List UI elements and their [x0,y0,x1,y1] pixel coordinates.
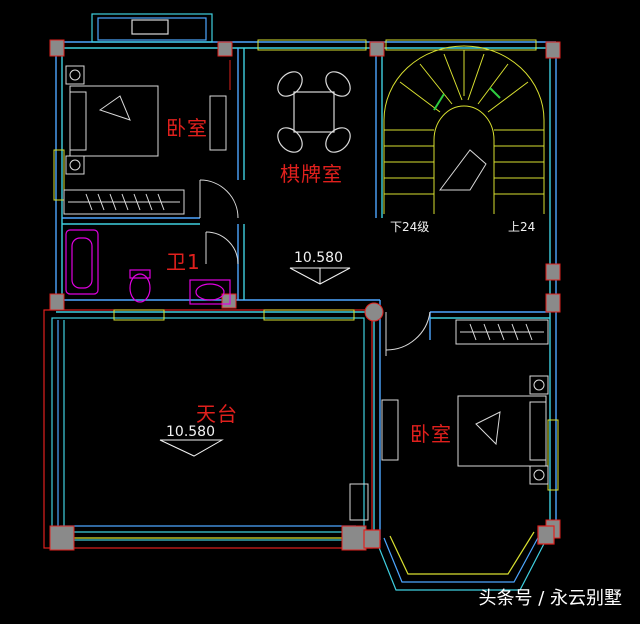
staircase [383,45,545,214]
stair-down-label: 下24级 [390,220,430,234]
interior-walls [62,48,431,340]
bed-bottom [457,375,549,485]
top-balcony [91,13,213,43]
wardrobe-top [63,189,185,215]
room-label-terrace: 天台 [196,402,238,426]
doors [199,60,431,356]
tv-cabinet [349,399,399,521]
stair-up-label: 上24 [508,220,536,234]
columns [49,39,561,551]
wardrobe-bottom [455,319,549,345]
outer-walls [55,41,557,540]
windows [53,39,559,491]
terrace-railing [43,309,373,549]
elevation-terrace: 10.580 [166,424,215,440]
room-label-bedroom-top: 卧室 [166,116,208,140]
room-label-chess-room: 棋牌室 [280,162,343,186]
bathroom-fixtures [65,229,231,305]
credit-caption: 头条号 / 永云别墅 [478,588,622,609]
elevation-hall: 10.580 [294,250,343,266]
elevation-marks [159,267,351,457]
bay-window [363,525,555,591]
room-label-bedroom-bottom: 卧室 [410,422,452,446]
chess-table [277,71,351,153]
room-label-bathroom: 卫1 [166,250,201,274]
bed-top [65,65,227,175]
